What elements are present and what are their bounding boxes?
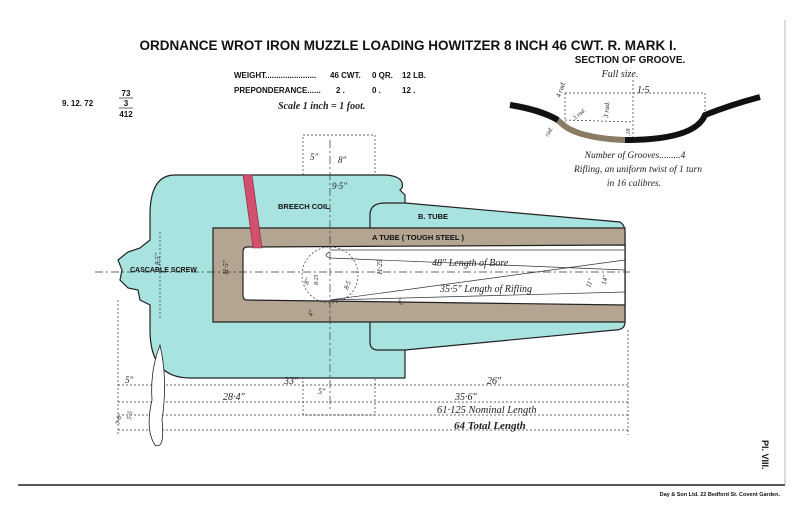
rifling-lines bbox=[325, 249, 626, 301]
dim-35-6: 35·6" bbox=[454, 392, 478, 403]
dim-length-of-rifling: 35·5" Length of Rifling bbox=[439, 284, 532, 295]
dim-26: 26" bbox=[487, 376, 502, 387]
fraction-middle: 3 bbox=[124, 99, 129, 108]
label-breech-coil: BREECH COIL bbox=[278, 202, 330, 211]
length-dimensions: 5" 33" 5" 26" 28·4" 35·6" 61·125 Nominal… bbox=[114, 300, 629, 447]
dim-4: 4" bbox=[306, 309, 316, 318]
fraction-bottom: 412 bbox=[119, 110, 133, 119]
preponderance-qr: 0 . bbox=[372, 86, 381, 95]
preponderance-lb: 12 . bbox=[402, 86, 415, 95]
dim-11-5: 11·5" bbox=[222, 260, 230, 275]
gun-section bbox=[95, 134, 630, 416]
dim-14: 14" bbox=[600, 274, 610, 285]
grooves-count: Number of Grooves.........4 bbox=[584, 150, 686, 161]
cascable-profile bbox=[148, 343, 165, 447]
label-b-tube: B. TUBE bbox=[418, 212, 448, 221]
groove-subtitle: Full size. bbox=[601, 69, 639, 80]
groove-rad3: 3 rad. bbox=[602, 101, 612, 120]
dimension-labels: 8" 5" 9·5" 8·5" 11·5" 11·25 8" 8·25 8·5 … bbox=[154, 152, 610, 318]
dim-11-25: 11·25 bbox=[376, 259, 384, 275]
scale-note: Scale 1 inch = 1 foot. bbox=[278, 101, 365, 112]
rifling-note-2: in 16 calibres. bbox=[607, 179, 661, 189]
dim-8b: 8" bbox=[302, 277, 312, 286]
dim-length-of-bore: 48" Length of Bore bbox=[432, 258, 509, 269]
weight-lb: 12 LB. bbox=[402, 71, 426, 80]
dim-5: 5" bbox=[310, 152, 319, 162]
dim-9-5: 9·5" bbox=[332, 181, 347, 191]
groove-title: SECTION OF GROOVE. bbox=[575, 55, 686, 66]
dim-8-5b: 8·5 bbox=[342, 279, 353, 290]
page-title: ORDNANCE WROT IRON MUZZLE LOADING HOWITZ… bbox=[140, 38, 677, 53]
groove-rad2: 3 rad. bbox=[572, 108, 588, 122]
groove-depth-label: .18 bbox=[626, 129, 632, 137]
groove-width-label: 1·5 bbox=[637, 85, 650, 96]
label-cascable-screw: CASCABLE SCREW bbox=[130, 267, 197, 274]
weight-label: WEIGHT....................... bbox=[234, 71, 316, 80]
plate-number: Pl. VIII. bbox=[760, 440, 770, 470]
weight-qr: 0 QR. bbox=[372, 71, 393, 80]
nominal-length: 61·125 Nominal Length bbox=[437, 405, 536, 416]
groove-section: SECTION OF GROOVE. Full size. 1·5 .18 4 … bbox=[509, 55, 761, 189]
dim-8-25: 8·25 bbox=[314, 275, 320, 286]
chamber-circle bbox=[301, 246, 359, 304]
dim-28-4: 28·4" bbox=[223, 392, 246, 403]
dim-8-5: 8·5" bbox=[154, 253, 162, 265]
printer-credit: Day & Son Ltd. 22 Bedford St. Covent Gar… bbox=[660, 492, 781, 498]
fraction-note: 73 3 412 bbox=[119, 89, 133, 119]
coil-band bbox=[242, 174, 263, 249]
dim-8c: 8" bbox=[396, 297, 406, 306]
dim-5b: 5" bbox=[125, 375, 134, 385]
weight-cwt: 46 CWT. bbox=[330, 71, 361, 80]
groove-rad1: 4 rad. bbox=[554, 80, 567, 99]
groove-rad4: rad. bbox=[545, 126, 555, 138]
preponderance-cwt: 2 . bbox=[336, 86, 345, 95]
rifling-note-1: Rifling, an uniform twist of 1 turn bbox=[573, 164, 702, 175]
label-a-tube: A TUBE ( TOUGH STEEL ) bbox=[372, 233, 464, 242]
total-length: 64 Total Length bbox=[454, 420, 526, 432]
dim-33: 33" bbox=[283, 376, 299, 387]
preponderance-label: PREPONDERANCE...... bbox=[234, 86, 321, 95]
dim-7-6: 7·6 bbox=[114, 415, 123, 425]
date-note: 9. 12. 72 bbox=[62, 99, 94, 108]
dim-8: 8" bbox=[338, 155, 347, 165]
bore bbox=[242, 244, 626, 306]
dim-5c: 5" bbox=[318, 387, 326, 396]
dim-5-5: 5·5 bbox=[125, 410, 134, 420]
fraction-top: 73 bbox=[122, 89, 131, 98]
dim-11: 11" bbox=[584, 277, 595, 289]
